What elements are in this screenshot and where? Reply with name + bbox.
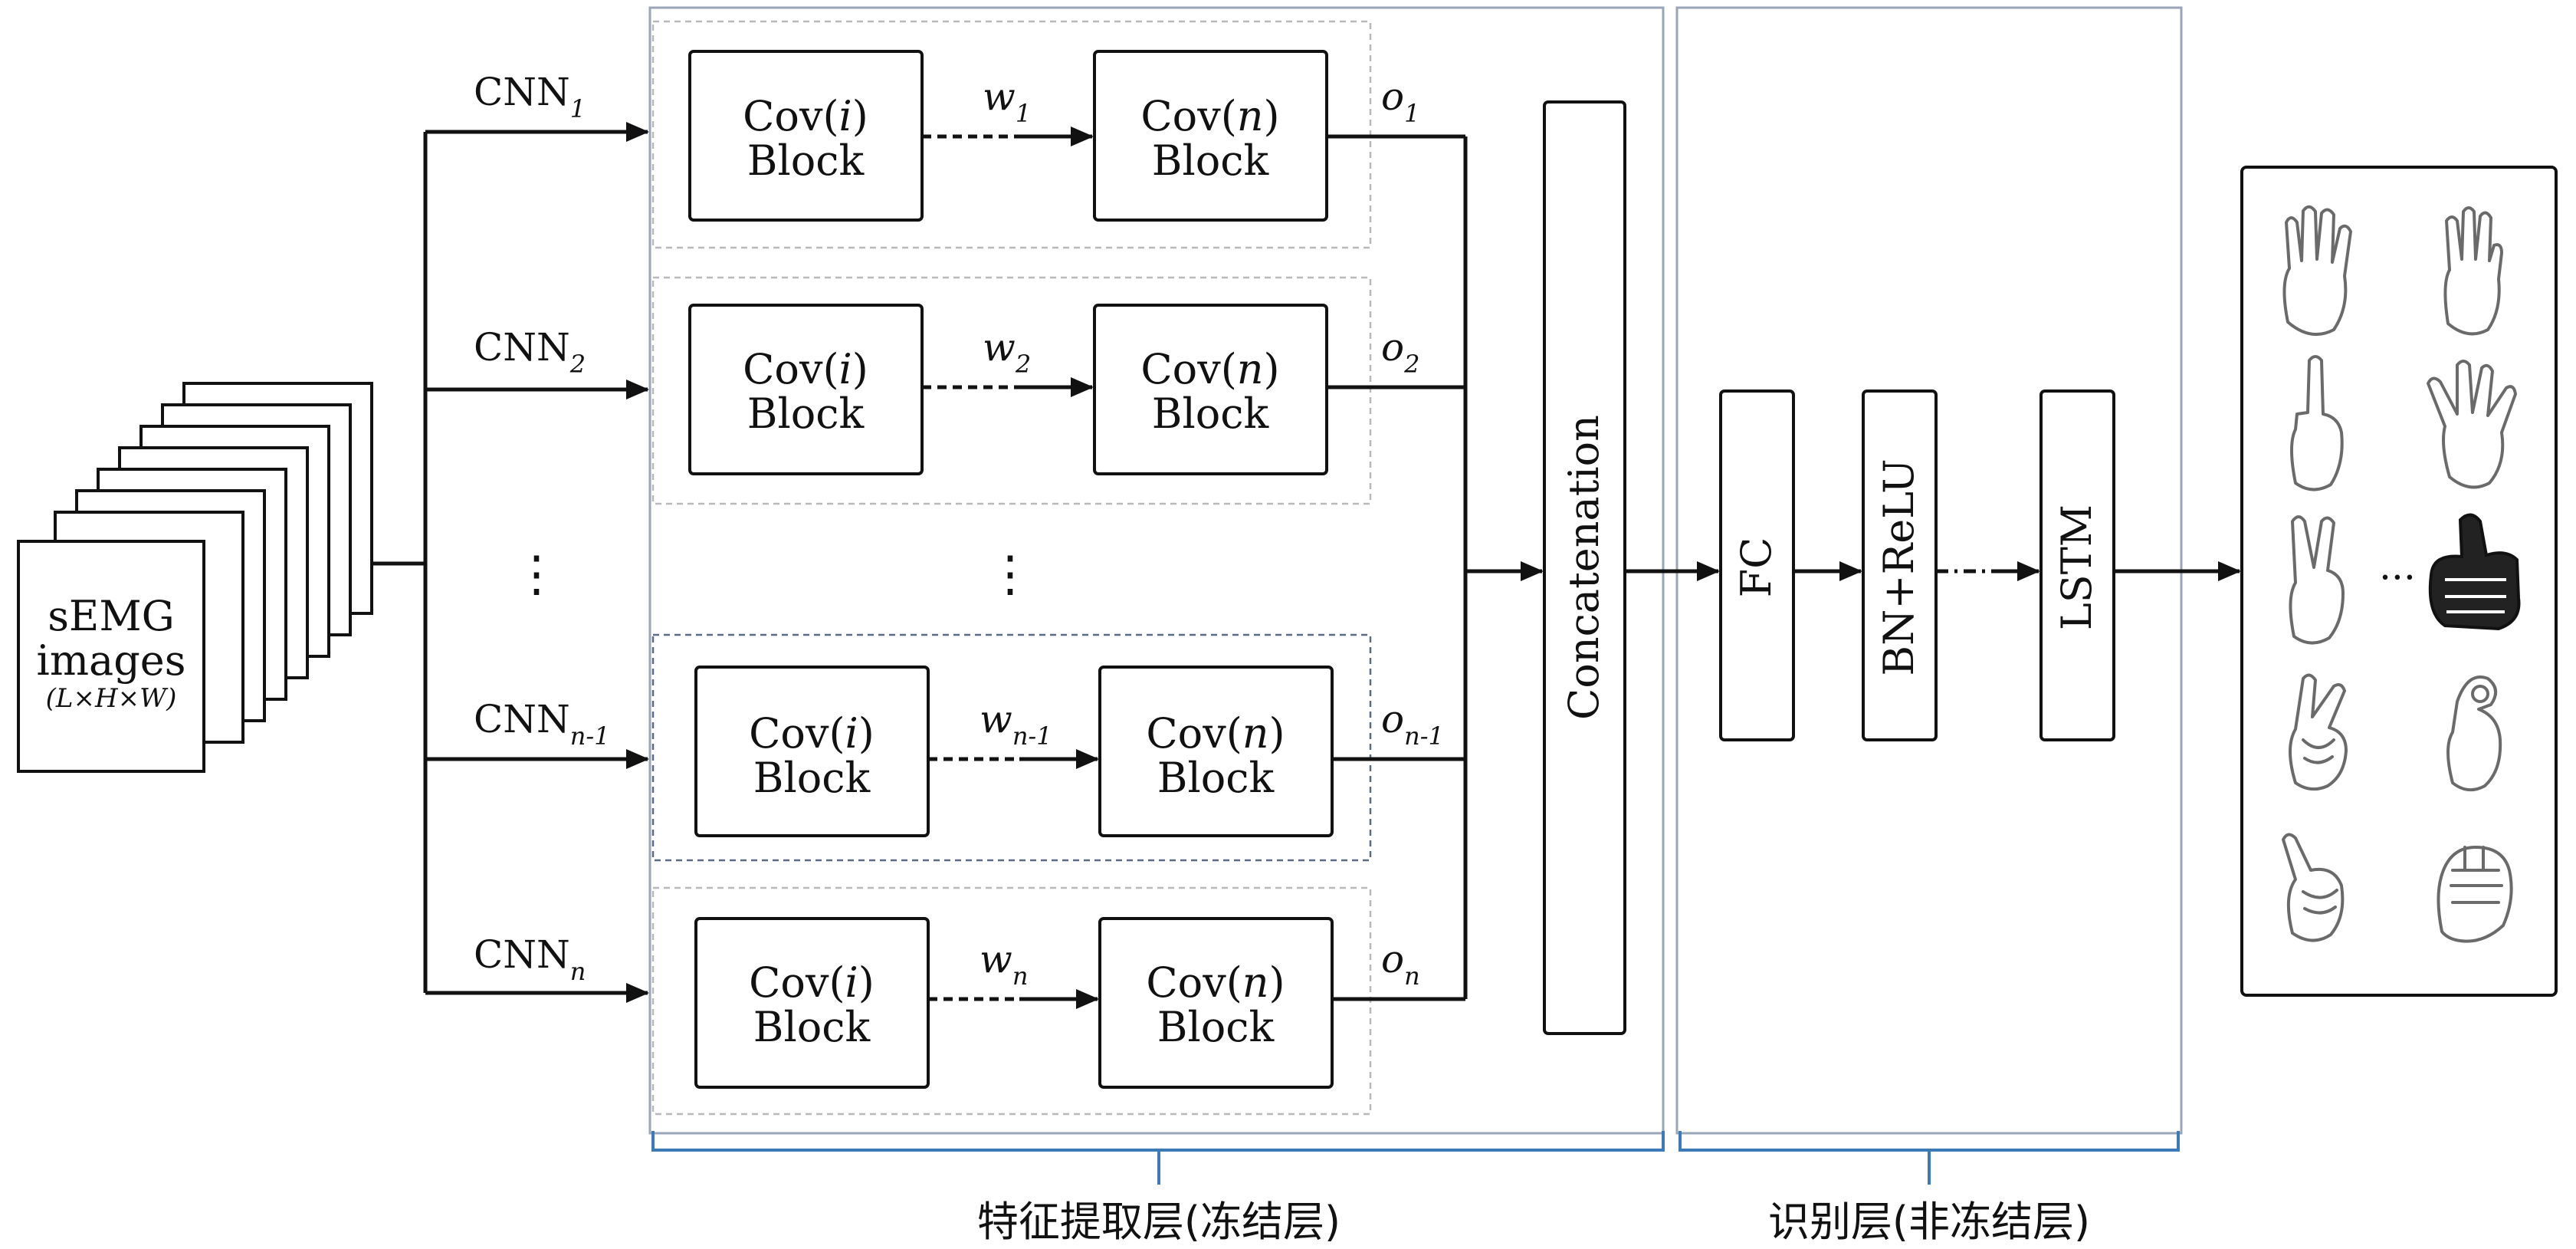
- gesture-output-panel: ···: [2240, 166, 2558, 997]
- four-fingers-gesture: [2443, 206, 2503, 336]
- semg-image-stack: sEMG images (L×H×W): [17, 382, 373, 773]
- svg-text:Block: Block: [1152, 389, 1270, 438]
- spread-hand-gesture: [2427, 360, 2517, 489]
- weight-label-1: w1: [983, 74, 1031, 128]
- cnn-labels: CNN1 CNN2 ⋮ CNNn-1 CNNn: [474, 70, 610, 986]
- input-label-line1: sEMG: [48, 592, 175, 640]
- pinch-gesture: [2446, 675, 2502, 792]
- svg-text:Block: Block: [753, 1003, 871, 1051]
- gesture-ellipsis: ···: [2379, 555, 2416, 600]
- svg-text:Cov(n): Cov(n): [1146, 958, 1285, 1007]
- recognition-group-brace: 识别层(非冻结层): [1679, 1131, 2180, 1246]
- bn-relu-label: BN+ReLU: [1875, 459, 1923, 675]
- concatenation-block: Concatenation: [1543, 100, 1626, 1035]
- svg-text:Block: Block: [1152, 136, 1270, 185]
- cnn-label-1: CNN1: [474, 70, 586, 123]
- fc-label: FC: [1732, 537, 1780, 598]
- feature-extraction-label: 特征提取层(冻结层): [977, 1198, 1341, 1246]
- cov-i-block-2: [688, 304, 924, 475]
- branch-n-1: Cov(i) Block wn-1 Cov(n) Block on-1: [694, 666, 1444, 837]
- svg-text:Cov(i): Cov(i): [749, 958, 875, 1007]
- merge-connector: [1327, 134, 1544, 1001]
- lstm-label: LSTM: [2053, 505, 2101, 630]
- feature-group-brace: 特征提取层(冻结层): [651, 1131, 1665, 1246]
- svg-text:Block: Block: [1157, 1003, 1275, 1051]
- svg-text:Block: Block: [1157, 754, 1275, 802]
- svg-text:Block: Block: [753, 754, 871, 802]
- cov-n-block-n: [1098, 917, 1334, 1089]
- svg-text:Block: Block: [747, 389, 865, 438]
- bn-relu-block: BN+ReLU: [1862, 389, 1938, 741]
- concatenation-label: Concatenation: [1560, 415, 1608, 720]
- branch-1: Cov(i) Block w1 Cov(n) Block o1: [688, 50, 1419, 222]
- weight-label-2: w2: [983, 325, 1031, 379]
- victory-gesture: [2289, 515, 2345, 645]
- branch-frame-n-1: [651, 633, 1372, 862]
- input-label-line2: images: [37, 636, 186, 685]
- svg-text:Block: Block: [747, 136, 865, 185]
- svg-text:Cov(i): Cov(i): [743, 345, 868, 393]
- branch-n: Cov(i) Block wn Cov(n) Block on: [694, 917, 1420, 1089]
- svg-text:Cov(n): Cov(n): [1140, 92, 1279, 140]
- open-palm-gesture: [2282, 205, 2352, 336]
- weight-label-n: wn: [980, 937, 1028, 991]
- cov-n-block-2: [1093, 304, 1328, 475]
- svg-text:Cov(i): Cov(i): [749, 709, 875, 758]
- input-dimensions: (L×H×W): [46, 683, 177, 714]
- cnn-label-n-1: CNNn-1: [474, 697, 610, 751]
- cnn-ellipsis: ⋮: [512, 546, 561, 603]
- output-label-1: o1: [1381, 74, 1419, 128]
- recognition-layer-label: 识别层(非冻结层): [1768, 1198, 2090, 1246]
- svg-text:Cov(i): Cov(i): [743, 92, 868, 140]
- output-label-n: on: [1381, 937, 1420, 991]
- cov-i-block-n-1: [694, 666, 930, 837]
- output-label-2: o2: [1381, 325, 1419, 379]
- lstm-block: LSTM: [2039, 389, 2115, 741]
- fc-block: FC: [1719, 389, 1795, 741]
- cnn-label-2: CNN2: [474, 325, 586, 379]
- cov-i-block-n: [694, 917, 930, 1089]
- cnn-label-n: CNNn: [474, 932, 586, 986]
- cov-n-block-n-1: [1098, 666, 1334, 837]
- index-thumb-curl-gesture: [2282, 833, 2345, 942]
- thumbs-up-gesture: [2428, 513, 2521, 631]
- index-finger-gesture: [2290, 355, 2344, 491]
- output-label-n-1: on-1: [1381, 697, 1444, 751]
- branch-2: Cov(i) Block w2 Cov(n) Block o2: [688, 304, 1419, 475]
- branch-frame-2: [651, 276, 1372, 505]
- fist-gesture: [2437, 846, 2513, 943]
- block-ellipsis: ⋮: [986, 546, 1035, 603]
- weight-label-n-1: wn-1: [980, 697, 1052, 751]
- svg-text:Cov(n): Cov(n): [1146, 709, 1285, 758]
- cross-fingers-gesture: [2289, 673, 2348, 791]
- svg-text:Cov(n): Cov(n): [1140, 345, 1279, 393]
- fanout-connector: [372, 122, 649, 1003]
